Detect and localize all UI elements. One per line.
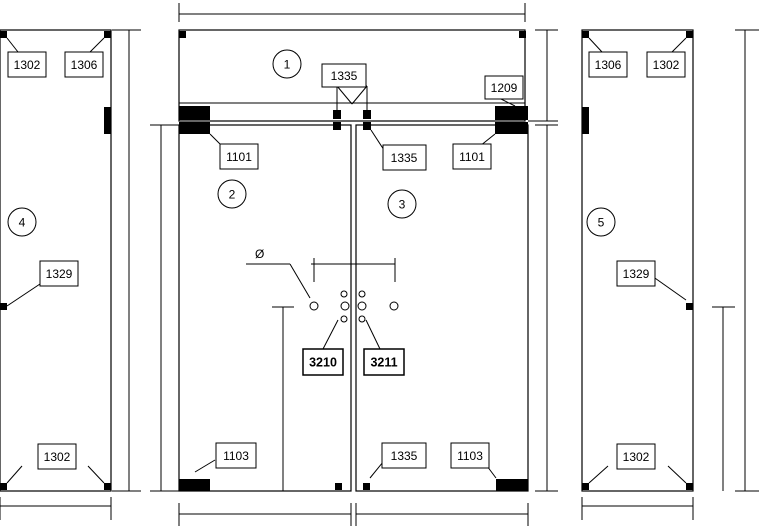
svg-text:1302: 1302 [653, 58, 680, 72]
svg-text:1329: 1329 [46, 267, 73, 281]
hardware-fittings [0, 31, 693, 491]
panel-number-1: 1 [272, 49, 302, 79]
transom-panel [178, 29, 526, 122]
svg-text:1209: 1209 [491, 81, 518, 95]
part-label-3211-handle: 3211 [363, 348, 405, 376]
panel-number-4: 4 [7, 207, 37, 237]
svg-text:1306: 1306 [595, 58, 622, 72]
handle-holes [309, 290, 399, 323]
part-label-1306-left-top: 1306 [64, 51, 104, 78]
door-leaf-left [178, 124, 352, 492]
panel-number-2: 2 [217, 179, 247, 209]
svg-text:1302: 1302 [623, 450, 650, 464]
svg-text:1302: 1302 [44, 450, 71, 464]
svg-text:1: 1 [284, 58, 291, 72]
svg-text:5: 5 [598, 216, 605, 230]
svg-text:1103: 1103 [457, 449, 483, 463]
svg-text:1306: 1306 [71, 58, 98, 72]
part-label-1103-door-right: 1103 [450, 442, 490, 469]
svg-text:1329: 1329 [623, 267, 650, 281]
part-label-1302-left-top: 1302 [7, 51, 47, 78]
svg-text:1335: 1335 [391, 449, 418, 463]
panel-number-3: 3 [387, 189, 417, 219]
part-label-1306-right-top: 1306 [588, 51, 628, 78]
svg-text:4: 4 [19, 216, 26, 230]
diameter-symbol: Ø [255, 247, 264, 261]
side-panel-right [581, 29, 694, 492]
svg-text:1101: 1101 [226, 150, 252, 164]
svg-text:1103: 1103 [223, 449, 249, 463]
part-label-1103-door-left: 1103 [215, 442, 257, 469]
door-leaf-right [355, 124, 529, 492]
part-label-1335-transom: 1335 [321, 63, 367, 88]
leader-lines [6, 37, 687, 484]
panel-number-5: 5 [586, 207, 616, 237]
part-label-1101-door-right: 1101 [452, 143, 492, 170]
part-label-3210-handle: 3210 [302, 348, 344, 376]
part-label-1302-right-bottom: 1302 [616, 443, 656, 470]
svg-text:3211: 3211 [370, 356, 397, 370]
svg-text:1335: 1335 [391, 151, 418, 165]
svg-text:2: 2 [229, 188, 236, 202]
part-label-1209-transom: 1209 [484, 75, 524, 100]
part-label-1329-right: 1329 [616, 260, 656, 287]
svg-text:3210: 3210 [309, 356, 337, 370]
part-label-1335-door-bottom: 1335 [381, 442, 427, 469]
part-label-1101-door-left: 1101 [219, 143, 259, 170]
part-label-1335-door-top: 1335 [382, 144, 427, 171]
part-label-1329-left: 1329 [39, 260, 79, 287]
part-label-1302-left-bottom: 1302 [37, 443, 77, 470]
svg-text:1101: 1101 [459, 150, 485, 164]
svg-text:1302: 1302 [14, 58, 41, 72]
svg-text:1335: 1335 [331, 69, 358, 83]
side-panel-left [0, 29, 112, 492]
svg-text:3: 3 [399, 198, 406, 212]
part-label-1302-right-top: 1302 [646, 51, 686, 78]
panel-outlines [0, 29, 694, 492]
